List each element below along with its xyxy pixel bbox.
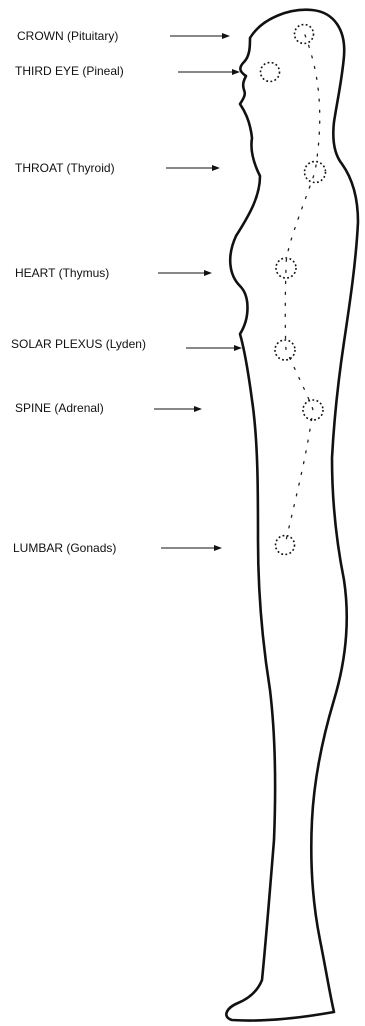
label-text: HEART (Thymus) <box>15 266 109 280</box>
label-text: SPINE (Adrenal) <box>15 401 104 415</box>
label-crown: CROWN (Pituitary) <box>17 29 230 43</box>
energy-channel <box>285 35 320 545</box>
chakra-solar-plexus <box>275 340 295 360</box>
label-lumbar: LUMBAR (Gonads) <box>13 541 222 555</box>
label-text: THIRD EYE (Pineal) <box>15 64 124 78</box>
label-text: THROAT (Thyroid) <box>15 161 115 175</box>
label-spine: SPINE (Adrenal) <box>15 401 202 415</box>
arrow-head <box>232 69 240 75</box>
chakra-third-eye <box>261 63 280 82</box>
arrow-head <box>204 270 212 276</box>
arrow-head <box>194 406 202 412</box>
label-third-eye: THIRD EYE (Pineal) <box>15 64 240 78</box>
arrow-head <box>212 165 220 171</box>
label-text: CROWN (Pituitary) <box>17 29 118 43</box>
label-solar-plexus: SOLAR PLEXUS (Lyden) <box>11 337 242 351</box>
chakra-points <box>261 25 326 555</box>
label-heart: HEART (Thymus) <box>15 266 212 280</box>
label-throat: THROAT (Thyroid) <box>15 161 220 175</box>
label-text: SOLAR PLEXUS (Lyden) <box>11 337 146 351</box>
arrow-head <box>234 345 242 351</box>
chakra-lumbar <box>276 536 295 555</box>
chakra-throat <box>305 162 326 183</box>
arrow-head <box>222 33 230 39</box>
arrow-head <box>214 545 222 551</box>
chakra-crown <box>295 25 314 44</box>
label-text: LUMBAR (Gonads) <box>13 541 116 555</box>
